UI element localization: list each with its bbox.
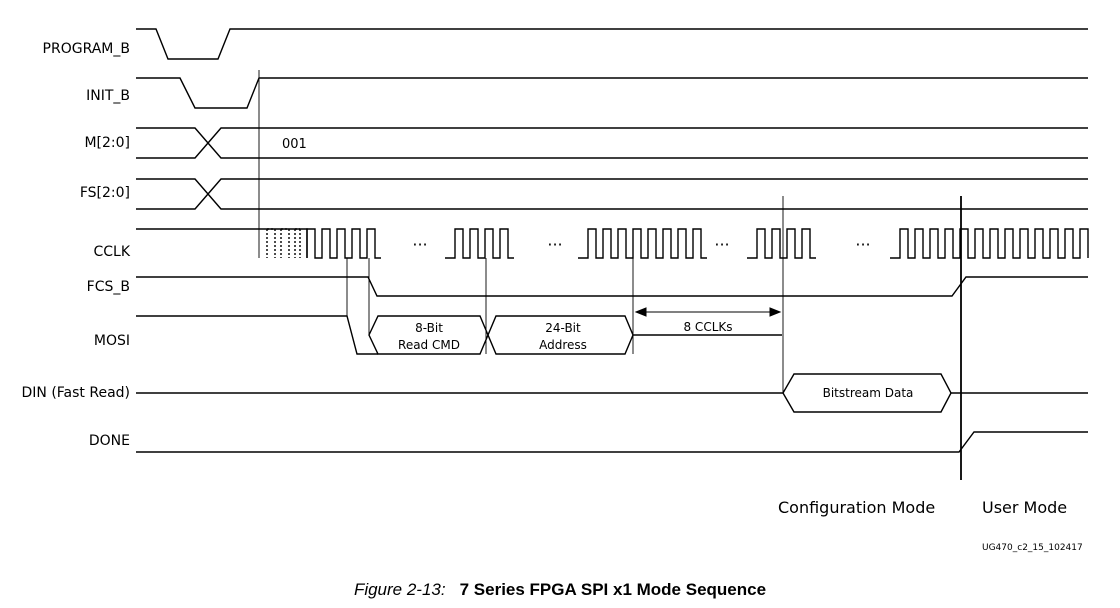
- cclk-pulse-group-1: [306, 228, 381, 259]
- cclk-ellipsis-4: ···: [855, 235, 870, 254]
- program-b-waveform: [136, 28, 1088, 60]
- cclk-pulses: [306, 228, 1089, 259]
- m-bus-waveform: [136, 127, 1088, 159]
- read-cmd-line1: 8-Bit: [415, 321, 443, 335]
- cclk-ellipsis-1: ···: [412, 235, 427, 254]
- signal-label-done: DONE: [88, 433, 130, 449]
- cclk-pulse-group-3: [578, 228, 707, 259]
- signal-label-fcs-b: FCS_B: [86, 279, 130, 295]
- cclk-pulse-group-2: [445, 228, 514, 259]
- cclk-pulse-group-5: [890, 228, 1089, 259]
- configuration-mode-label: Configuration Mode: [778, 498, 936, 517]
- signal-label-mosi: MOSI: [93, 333, 130, 349]
- cclk-ellipsis-3: ···: [714, 235, 729, 254]
- address-line2: Address: [539, 338, 587, 352]
- fs-bus-waveform: [136, 178, 1088, 210]
- signal-label-fs: FS[2:0]: [79, 185, 130, 201]
- reference-id: UG470_c2_15_102417: [982, 543, 1083, 553]
- timing-diagram: ··· ··· ··· ··· 001 8-Bit Read CMD 24-Bi…: [136, 28, 1089, 480]
- fcs-b-waveform: [136, 276, 1088, 297]
- figure-caption: Figure 2-13: 7 Series FPGA SPI x1 Mode Se…: [0, 580, 1120, 600]
- cclk-dotted-pulses: [266, 228, 301, 258]
- figure-title: 7 Series FPGA SPI x1 Mode Sequence: [459, 580, 767, 599]
- read-cmd-line2: Read CMD: [398, 338, 460, 352]
- done-waveform: [136, 431, 1088, 453]
- signal-label-init-b: INIT_B: [86, 88, 130, 104]
- m-bus-value: 001: [282, 137, 307, 152]
- mosi-waveform: [136, 315, 378, 355]
- figure-number: Figure 2-13:: [353, 580, 446, 599]
- user-mode-label: User Mode: [982, 498, 1068, 517]
- signal-label-din: DIN (Fast Read): [21, 385, 130, 401]
- cclk-pulse-group-4: [747, 228, 816, 259]
- signal-label-cclk: CCLK: [93, 244, 130, 260]
- eight-cclks-label: 8 CCLKs: [683, 320, 732, 334]
- signal-label-m: M[2:0]: [84, 135, 130, 151]
- bitstream-data-label: Bitstream Data: [823, 386, 914, 400]
- eight-cclks-arrow: [634, 307, 782, 317]
- init-b-waveform: [136, 77, 1088, 109]
- cclk-ellipsis-2: ···: [547, 235, 562, 254]
- address-line1: 24-Bit: [545, 321, 581, 335]
- signal-label-program-b: PROGRAM_B: [42, 41, 130, 57]
